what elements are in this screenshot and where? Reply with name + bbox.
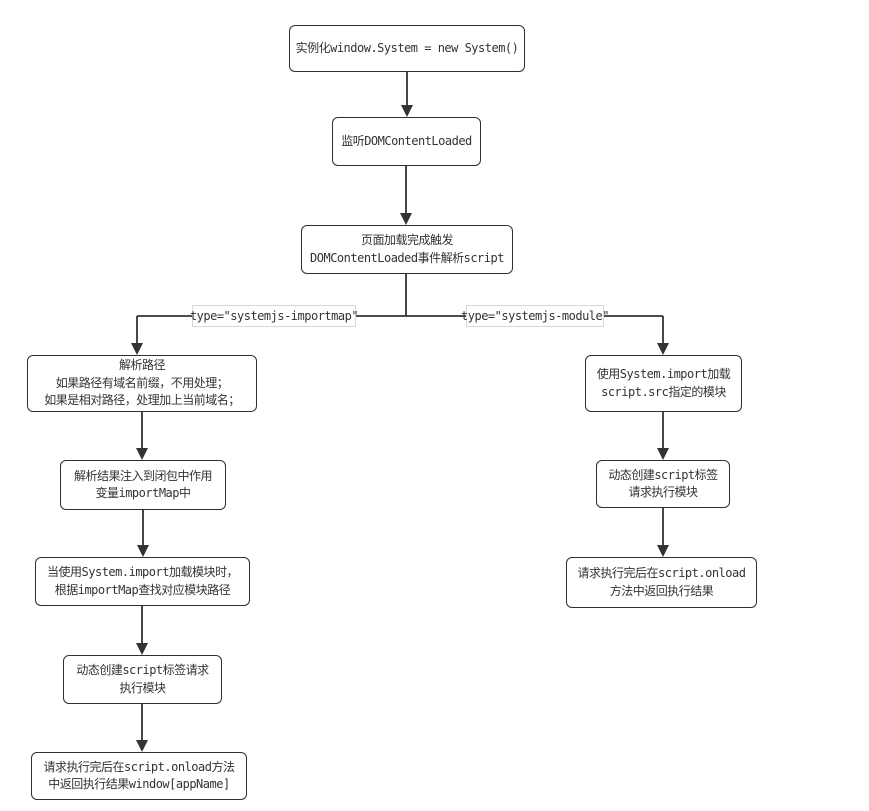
node-system-import-src: 使用System.import加载 script.src指定的模块 [585, 355, 742, 412]
edge-label-systemjs-importmap: type="systemjs-importmap" [190, 305, 359, 327]
node-create-script-tag-left: 动态创建script标签请求 执行模块 [63, 655, 222, 704]
arrow-branch-left [131, 316, 143, 355]
node-inject-importmap: 解析结果注入到闭包中作用 变量importMap中 [60, 460, 226, 510]
node-resolve-path: 解析路径 如果路径有域名前缀，不用处理； 如果是相对路径，处理加上当前域名； [27, 355, 257, 412]
arrow-branch-right [657, 316, 669, 355]
node-onload-result-left: 请求执行完后在script.onload方法 中返回执行结果window[app… [31, 752, 247, 800]
node-create-script-tag-right: 动态创建script标签 请求执行模块 [596, 460, 730, 508]
arrow-instantiate-to-listen [401, 72, 413, 117]
edge-label-systemjs-module: type="systemjs-module" [461, 305, 609, 327]
arrow-import-to-create-right [657, 412, 669, 460]
arrow-lookup-to-create [136, 606, 148, 655]
node-instantiate-system: 实例化window.System = new System() [289, 25, 525, 72]
arrow-create-to-onload-right [657, 508, 669, 557]
node-listen-domcontentloaded: 监听DOMContentLoaded [332, 117, 481, 166]
node-lookup-importmap: 当使用System.import加载模块时， 根据importMap查找对应模块… [35, 557, 250, 606]
arrow-create-to-onload [136, 704, 148, 752]
arrow-resolve-to-inject [136, 412, 148, 460]
node-page-loaded-parse-script: 页面加载完成触发 DOMContentLoaded事件解析script [301, 225, 513, 274]
node-onload-result-right: 请求执行完后在script.onload 方法中返回执行结果 [566, 557, 757, 608]
arrow-listen-to-parse [400, 166, 412, 225]
arrow-inject-to-lookup [137, 510, 149, 557]
